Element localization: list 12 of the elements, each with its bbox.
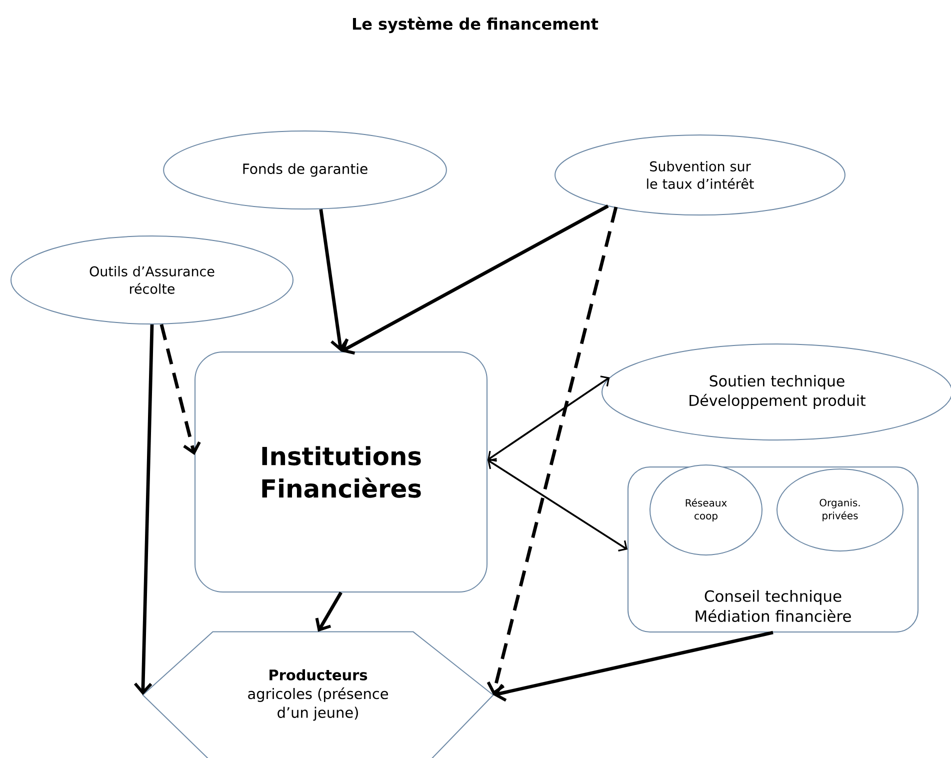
title: Le système de financement <box>353 16 598 34</box>
arrow <box>134 324 154 695</box>
arrow <box>319 209 349 352</box>
hexagon: Producteurs agricoles (présence d’un jeune) <box>142 631 494 758</box>
arrow <box>315 592 342 632</box>
arrow <box>160 324 201 455</box>
arrow <box>486 206 618 695</box>
arrow <box>488 458 628 552</box>
arrow <box>493 630 774 702</box>
arrow <box>488 376 610 462</box>
rounded-box: Institutions Financières <box>194 352 488 592</box>
arrow <box>341 204 609 355</box>
